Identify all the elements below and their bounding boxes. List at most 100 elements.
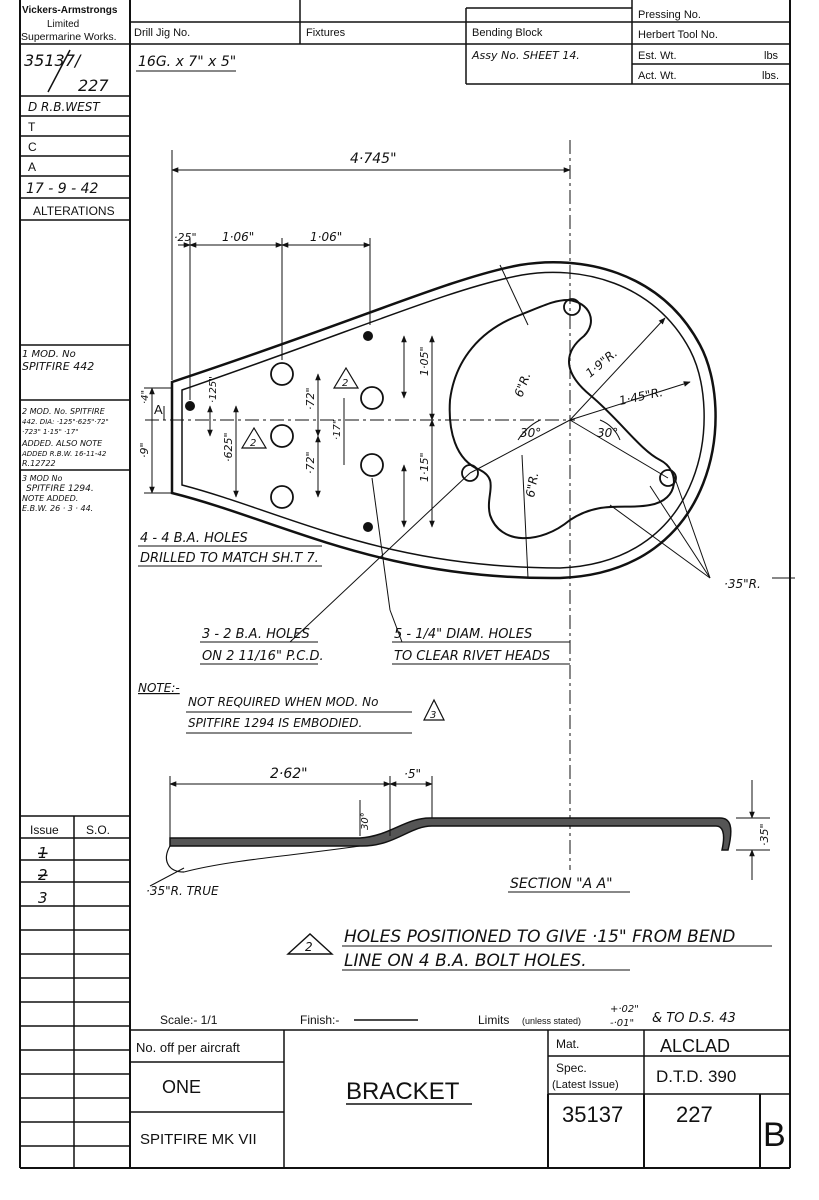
revision-triangle-2: 2 2 bbox=[240, 366, 360, 449]
quantity-value: ONE bbox=[162, 1077, 201, 1097]
svg-text:3: 3 bbox=[430, 710, 436, 721]
note-quarter-holes-1: 5 - 1/4" DIAM. HOLES bbox=[394, 627, 532, 642]
svg-text:E.B.W. 26 · 3 · 44.: E.B.W. 26 · 3 · 44. bbox=[22, 504, 93, 513]
centre-lines bbox=[145, 140, 575, 870]
issue-column-label: Issue bbox=[30, 823, 59, 837]
dim-0-125: ·125" bbox=[208, 376, 219, 403]
angle-30-a: 30° bbox=[520, 426, 541, 440]
alterations-label: ALTERATIONS bbox=[33, 204, 115, 218]
issue-3: 3 bbox=[38, 889, 48, 907]
svg-text:ADDED. ALSO NOTE: ADDED. ALSO NOTE bbox=[21, 439, 103, 448]
spec-value: D.T.D. 390 bbox=[656, 1067, 736, 1086]
dim-1-06-a: 1·06" bbox=[222, 230, 254, 244]
section-aa-label: SECTION "A A" bbox=[510, 876, 613, 892]
svg-text:SPITFIRE 1294.: SPITFIRE 1294. bbox=[26, 484, 94, 494]
dimension-lines bbox=[138, 150, 795, 665]
radius-6-b: 6"R. bbox=[523, 471, 541, 498]
svg-text:ADDED R.B.W. 16-11-42: ADDED R.B.W. 16-11-42 bbox=[21, 450, 107, 458]
tolerance-minus: -·01" bbox=[610, 1018, 634, 1029]
material-value: ALCLAD bbox=[660, 1036, 730, 1056]
svg-text:3 MOD No: 3 MOD No bbox=[22, 474, 63, 483]
svg-text:2: 2 bbox=[305, 940, 313, 954]
finish-label: Finish:- bbox=[300, 1013, 339, 1027]
svg-text:442. DIA: ·125"·625"·72": 442. DIA: ·125"·625"·72" bbox=[22, 418, 109, 426]
svg-text:SPITFIRE 442: SPITFIRE 442 bbox=[22, 360, 94, 373]
traced-by: T bbox=[28, 120, 36, 134]
dim-2-62: 2·62" bbox=[270, 766, 308, 782]
svg-text:2: 2 bbox=[250, 438, 256, 449]
svg-text:·723" 1·15" ·17": ·723" 1·15" ·17" bbox=[22, 428, 78, 436]
holes-quarter-inch bbox=[270, 362, 384, 509]
section-aa-view bbox=[165, 817, 732, 873]
assembly-number: Assy No. SHEET 14. bbox=[471, 49, 580, 62]
herbert-tool-label: Herbert Tool No. bbox=[638, 29, 718, 41]
drawing-number: 35137 bbox=[562, 1102, 623, 1127]
limits-unless: (unless stated) bbox=[522, 1016, 581, 1026]
note-line-2: SPITFIRE 1294 IS EMBODIED. bbox=[188, 716, 362, 730]
svg-text:2 MOD. No. SPITFIRE: 2 MOD. No. SPITFIRE bbox=[22, 407, 106, 416]
left-title-column bbox=[20, 43, 130, 1168]
overall-length-dim: 4·745" bbox=[350, 151, 397, 167]
angle-30-b: 30° bbox=[597, 426, 618, 440]
drill-jig-label: Drill Jig No. bbox=[134, 27, 190, 39]
alteration-2: 2 MOD. No. SPITFIRE 442. DIA: ·125"·625"… bbox=[21, 407, 109, 468]
dim-0-72-a: ·72" bbox=[304, 387, 317, 410]
holes-4ba bbox=[185, 298, 581, 532]
header-grid bbox=[130, 0, 790, 85]
drawing-number-top: 35137/ bbox=[24, 51, 82, 70]
drawn-by: D R.B.WEST bbox=[28, 100, 101, 114]
sheet-number: 227 bbox=[676, 1102, 713, 1127]
material-label: Mat. bbox=[556, 1037, 579, 1051]
issue-letter: B bbox=[763, 1116, 786, 1154]
part-title: BRACKET bbox=[346, 1078, 460, 1105]
spec-latest-label: (Latest Issue) bbox=[552, 1079, 619, 1091]
revision-triangle-2-note: 2 bbox=[286, 933, 334, 955]
drawing-date: 17 - 9 - 42 bbox=[26, 181, 99, 197]
svg-text:2: 2 bbox=[342, 378, 348, 389]
bend-note-line-2: LINE ON 4 B.A. BOLT HOLES. bbox=[344, 951, 587, 971]
checked-by: C bbox=[28, 140, 37, 154]
drawing-number-bottom: 227 bbox=[78, 76, 109, 95]
actual-weight-label: Act. Wt. bbox=[638, 70, 677, 82]
sheet-border bbox=[19, 0, 791, 1169]
note-line-1: NOT REQUIRED WHEN MOD. No bbox=[188, 695, 378, 709]
bend-note-line-1: HOLES POSITIONED TO GIVE ·15" FROM BEND bbox=[344, 927, 735, 947]
dim-0-17: ·17" bbox=[332, 419, 343, 440]
note-4ba-holes-1: 4 - 4 B.A. HOLES bbox=[140, 531, 248, 546]
limits-label: Limits bbox=[478, 1013, 509, 1027]
section-mark-a: A bbox=[154, 402, 163, 417]
spec-label: Spec. bbox=[556, 1061, 587, 1075]
holes-2ba bbox=[461, 464, 677, 487]
radius-1-9: 1·9"R. bbox=[583, 346, 620, 380]
dim-0-72-b: ·72" bbox=[304, 451, 317, 474]
radius-6-a: 6"R. bbox=[512, 370, 534, 399]
note-2ba-holes-2: ON 2 11/16" P.C.D. bbox=[202, 649, 324, 664]
svg-text:1 MOD. No: 1 MOD. No bbox=[22, 349, 76, 360]
revision-triangle-3: 3 bbox=[423, 698, 445, 721]
note-quarter-holes-2: TO CLEAR RIVET HEADS bbox=[394, 649, 550, 664]
tolerance-plus: +·02" bbox=[610, 1004, 639, 1015]
company-name-3: Supermarine Works. bbox=[21, 31, 117, 43]
issue-2: 2 bbox=[38, 866, 48, 884]
radius-0-35-true: ·35"R. TRUE bbox=[146, 884, 219, 898]
dim-0-35-thick: ·35" bbox=[758, 823, 771, 846]
approved-by: A bbox=[28, 160, 36, 174]
dim-0-9: ·9" bbox=[138, 442, 151, 458]
bottom-title-grid bbox=[130, 1029, 790, 1168]
radius-0-35: ·35"R. bbox=[724, 577, 761, 591]
dim-1-06-b: 1·06" bbox=[310, 230, 342, 244]
alteration-3: 3 MOD No SPITFIRE 1294. NOTE ADDED. E.B.… bbox=[22, 474, 94, 513]
so-column-label: S.O. bbox=[86, 823, 110, 837]
aircraft-type: SPITFIRE MK VII bbox=[140, 1131, 257, 1148]
stock-size: 16G. x 7" x 5" bbox=[138, 54, 236, 70]
dim-1-15: 1·15" bbox=[418, 452, 431, 482]
note-4ba-holes-2: DRILLED TO MATCH SH.T 7. bbox=[140, 551, 319, 566]
company-name-2: Limited bbox=[47, 19, 79, 30]
estimated-weight-label: Est. Wt. bbox=[638, 50, 677, 62]
angle-30-c: 30° bbox=[360, 812, 371, 830]
ds-standard: & TO D.S. 43 bbox=[652, 1011, 736, 1026]
fixtures-label: Fixtures bbox=[306, 27, 346, 39]
radius-1-45: 1·45"R. bbox=[618, 385, 664, 408]
issue-1: 1 bbox=[38, 844, 48, 862]
svg-text:R.12722: R.12722 bbox=[22, 459, 56, 468]
